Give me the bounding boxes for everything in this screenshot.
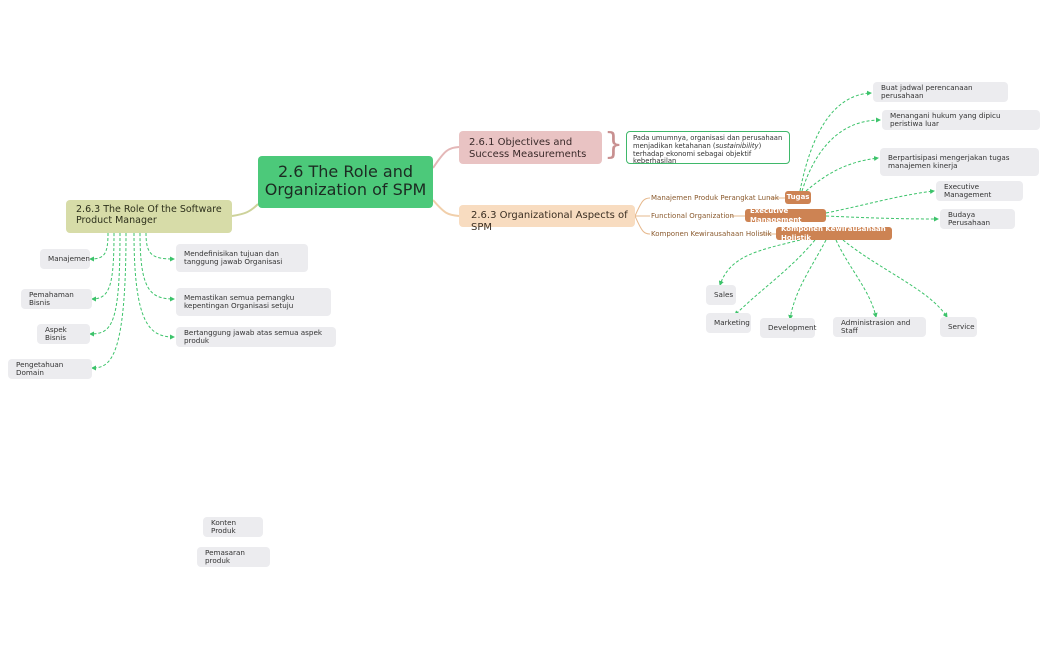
leaf-label: Pengetahuan Domain xyxy=(16,359,64,377)
leaf-label: Executive Management xyxy=(944,181,992,199)
leaf-label: Aspek Bisnis xyxy=(45,324,67,342)
leaf-label: Development xyxy=(768,322,817,332)
tag-executive-label: Executive Management xyxy=(750,207,802,224)
row-label-komponen[interactable]: Komponen Kewirausahaan Holistik xyxy=(651,230,772,238)
leaf-label: Menangani hukum yang dipicu peristiwa lu… xyxy=(890,110,1001,128)
note-text-2: ) terhadap ekonomi sebagai objektif kebe… xyxy=(633,141,762,166)
leaf-label: Marketing xyxy=(714,317,750,327)
row-label-manajemen-produk[interactable]: Manajemen Produk Perangkat Lunak xyxy=(651,194,779,202)
leaf-marketing[interactable]: Marketing xyxy=(706,313,751,333)
leaf-label: Buat jadwal perencanaan perusahaan xyxy=(881,82,973,100)
tag-komponen[interactable]: Komponen Kewirausahaan Holistik xyxy=(776,225,892,242)
objectives-note[interactable]: Pada umumnya, organisasi dan perusahaan … xyxy=(626,131,790,166)
leaf-label: Service xyxy=(948,321,975,331)
leaf-label: Pemahaman Bisnis xyxy=(29,289,74,307)
tag-komponen-label: Komponen Kewirausahaan Holistik xyxy=(781,225,886,242)
root-topic[interactable]: 2.6 The Role and Organization of SPM xyxy=(258,156,433,208)
leaf-budaya[interactable]: Budaya Perusahaan xyxy=(940,209,1015,229)
leaf-label: Memastikan semua pemangku kepentingan Or… xyxy=(184,292,295,310)
leaf-development[interactable]: Development xyxy=(760,318,817,338)
branch-role-label: 2.6.3 The Role Of the Software Product M… xyxy=(76,204,222,226)
branch-objectives[interactable]: 2.6.1 Objectives and Success Measurement… xyxy=(459,131,602,164)
brace-icon: } xyxy=(604,127,624,162)
leaf-label: Berpartisipasi mengerjakan tugas manajem… xyxy=(888,152,1010,170)
leaf-sales[interactable]: Sales xyxy=(706,285,736,305)
leaf-service[interactable]: Service xyxy=(940,317,977,337)
floating-label: Konten Produk xyxy=(211,517,237,535)
branch-organizational-label: 2.6.3 Organizational Aspects of SPM xyxy=(471,210,628,233)
leaf-kinerja[interactable]: Berpartisipasi mengerjakan tugas manajem… xyxy=(880,148,1039,176)
leaf-manajemen[interactable]: Manajemen xyxy=(40,249,90,269)
root-title: 2.6 The Role and Organization of SPM xyxy=(264,162,427,200)
leaf-mendefinisikan[interactable]: Mendefinisikan tujuan dan tanggung jawab… xyxy=(176,244,308,272)
leaf-memastikan[interactable]: Memastikan semua pemangku kepentingan Or… xyxy=(176,288,331,316)
floating-label: Pemasaran produk xyxy=(205,547,245,565)
tag-tugas[interactable]: Tugas xyxy=(785,191,811,204)
floating-pemasaran-produk[interactable]: Pemasaran produk xyxy=(197,547,270,567)
leaf-administrasion[interactable]: Administrasion and Staff xyxy=(833,317,926,337)
leaf-aspek-bisnis[interactable]: Aspek Bisnis xyxy=(37,324,90,344)
leaf-executive-management[interactable]: Executive Management xyxy=(936,181,1023,201)
leaf-jadwal[interactable]: Buat jadwal perencanaan perusahaan xyxy=(873,82,1008,102)
leaf-label: Administrasion and Staff xyxy=(841,317,911,335)
tag-tugas-label: Tugas xyxy=(786,193,810,202)
leaf-hukum[interactable]: Menangani hukum yang dipicu peristiwa lu… xyxy=(882,110,1040,130)
leaf-pengetahuan-domain[interactable]: Pengetahuan Domain xyxy=(8,359,92,379)
leaf-label: Sales xyxy=(714,289,734,299)
leaf-label: Bertanggung jawab atas semua aspek produ… xyxy=(184,327,323,345)
branch-objectives-label: 2.6.1 Objectives and Success Measurement… xyxy=(469,137,587,160)
floating-konten-produk[interactable]: Konten Produk xyxy=(203,517,263,537)
note-text-italic: sustainibility xyxy=(715,141,759,150)
branch-role[interactable]: 2.6.3 The Role Of the Software Product M… xyxy=(66,200,232,233)
leaf-pemahaman-bisnis[interactable]: Pemahaman Bisnis xyxy=(21,289,92,309)
note-text-1: Pada umumnya, organisasi dan perusahaan … xyxy=(633,134,783,150)
leaf-label: Manajemen xyxy=(48,253,90,263)
leaf-label: Mendefinisikan tujuan dan tanggung jawab… xyxy=(184,248,283,266)
leaf-bertanggung-jawab[interactable]: Bertanggung jawab atas semua aspek produ… xyxy=(176,327,336,347)
leaf-label: Budaya Perusahaan xyxy=(948,209,991,227)
tag-executive-management[interactable]: Executive Management xyxy=(745,207,826,224)
branch-organizational[interactable]: 2.6.3 Organizational Aspects of SPM xyxy=(459,205,635,233)
row-label-functional-organization[interactable]: Functional Organization xyxy=(651,212,734,220)
